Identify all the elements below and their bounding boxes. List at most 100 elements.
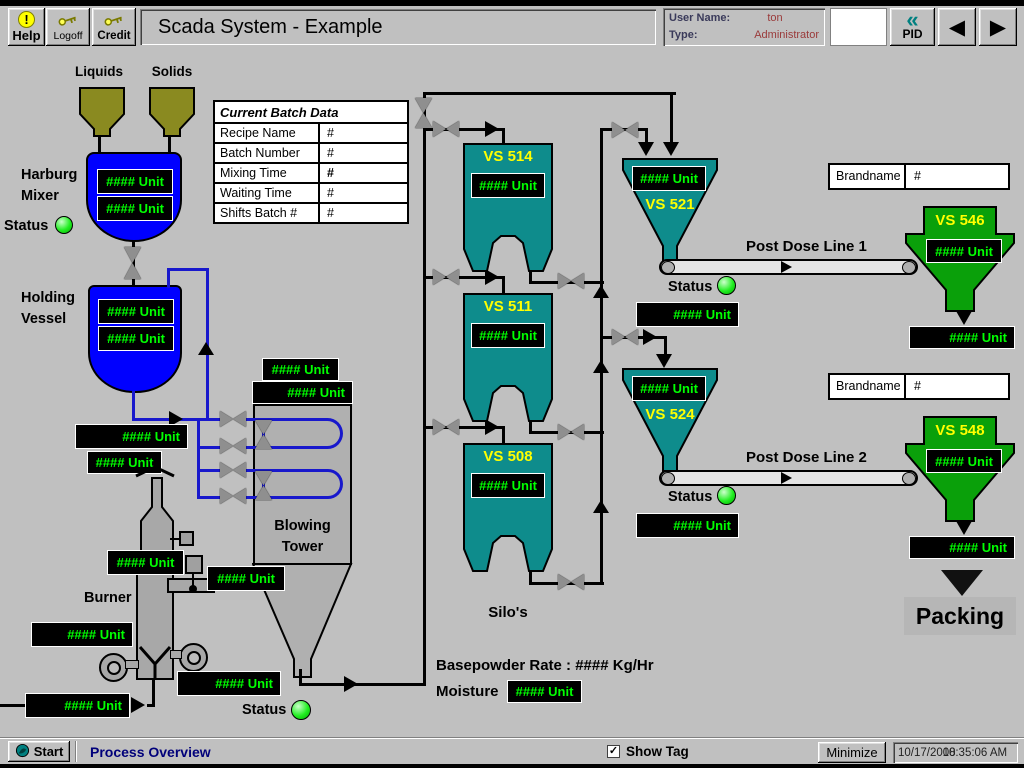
row-value: # [327, 186, 334, 200]
line1-status-label: Status [668, 279, 713, 295]
pipe [423, 92, 676, 95]
table-row: Mixing Time # [215, 164, 407, 184]
hopper-vs546: VS 546 #### Unit [904, 206, 1016, 312]
flow-arrow [663, 142, 679, 156]
datetime-field: 10/17/2008 10:35:06 AM [893, 742, 1018, 763]
solids-label: Solids [151, 64, 193, 79]
pipe [645, 128, 648, 144]
row-value: # [327, 206, 334, 220]
date-value: 10/17/2008 [898, 746, 956, 759]
current-screen-label: Process Overview [90, 744, 211, 760]
user-name-value: ton [767, 12, 783, 24]
hopper-display: #### Unit [926, 239, 1002, 263]
pipe [167, 268, 170, 288]
vs546-out-display: #### Unit [909, 326, 1015, 349]
pid-button[interactable]: « PID [890, 8, 935, 46]
time-value: 10:35:06 AM [942, 746, 1008, 759]
coil-valve-1 [220, 411, 246, 427]
flow-arrow [593, 285, 609, 298]
tower-status-led [291, 700, 311, 720]
silo-name: VS 508 [483, 448, 533, 465]
credit-button[interactable]: Credit [92, 8, 136, 46]
table-row: Waiting Time # [215, 184, 407, 204]
vs524-feed-valve [612, 329, 638, 345]
start-button[interactable]: Start [8, 741, 70, 762]
hopper-name: VS 546 [935, 212, 985, 229]
flow-arrow [485, 419, 499, 435]
pipe [423, 128, 505, 131]
show-tag-checkbox[interactable]: ✓ [607, 745, 620, 758]
moisture-display: #### Unit [507, 680, 582, 703]
hopper-vs548: VS 548 #### Unit [904, 416, 1016, 522]
packing-label: Packing [904, 597, 1016, 635]
user-type-value: Administrator [754, 29, 819, 41]
holding-outlet-display-1: #### Unit [75, 424, 188, 449]
pipe [664, 338, 667, 358]
pipe [423, 276, 505, 279]
pipe [152, 680, 155, 707]
vs511-inlet-valve [433, 269, 459, 285]
user-name-label: User Name: [669, 12, 731, 24]
tower-coil-1 [246, 418, 343, 449]
burner-fan-right [179, 643, 208, 672]
user-panel: User Name: ton Type: Administrator [663, 8, 825, 46]
flow-arrow [656, 354, 672, 368]
holding-display-2: #### Unit [98, 326, 174, 351]
packing-arrow [941, 570, 983, 596]
pipe [529, 270, 532, 283]
table-row: Recipe Name # [215, 124, 407, 144]
burner-display-2: #### Unit [207, 566, 285, 591]
vs508-inlet-valve [433, 419, 459, 435]
double-chevron-icon: « [906, 7, 919, 32]
pipe [197, 446, 223, 449]
key-icon [103, 13, 125, 30]
mixer-status-label: Status [4, 218, 49, 234]
pipe [529, 419, 532, 433]
prev-page-button[interactable]: ◀ [938, 8, 976, 46]
pipe [197, 469, 223, 472]
pipe [299, 683, 426, 686]
vs514-inlet-valve [433, 121, 459, 137]
burner-display-5: #### Unit [25, 693, 130, 718]
flow-arrow [169, 411, 183, 427]
flow-arrow [485, 269, 499, 285]
brandname-field-1: Brandname # [828, 163, 1010, 190]
burner-sensor-box-2 [185, 555, 203, 574]
hopper-name: VS 521 [645, 196, 695, 213]
vs514-outlet-valve [558, 273, 584, 289]
hopper-vs524: #### Unit VS 524 [622, 368, 718, 472]
row-label: Batch Number [215, 144, 320, 162]
holding-outlet-display-2: #### Unit [87, 451, 162, 474]
flow-arrow [198, 342, 214, 355]
burner-sensor-box-1 [179, 531, 194, 546]
vs521-feed-valve [612, 122, 638, 138]
line1-display: #### Unit [636, 302, 739, 327]
pipe [423, 92, 426, 686]
minimize-button[interactable]: Minimize [818, 742, 886, 763]
silo-vs514: VS 514 #### Unit [463, 143, 553, 273]
logoff-label: Logoff [53, 29, 83, 42]
mixer-display-1: #### Unit [97, 169, 173, 194]
row-label: Mixing Time [215, 164, 320, 182]
brandname-label: Brandname [830, 375, 906, 398]
blank-indicator-box [830, 8, 887, 46]
next-page-button[interactable]: ▶ [979, 8, 1017, 46]
pipe [147, 704, 155, 707]
pipe [167, 268, 209, 271]
logoff-button[interactable]: Logoff [46, 8, 90, 46]
mixer-status-led [55, 216, 73, 234]
mixer-display-2: #### Unit [97, 196, 173, 221]
flow-arrow [781, 261, 792, 273]
help-button[interactable]: ! Help [8, 8, 45, 46]
post-dose-line2-label: Post Dose Line 2 [746, 449, 867, 466]
line2-status-label: Status [668, 489, 713, 505]
coil-inner-valve-2 [255, 471, 272, 500]
help-icon: ! [18, 11, 35, 28]
flow-arrow [638, 142, 654, 156]
pipe [192, 574, 194, 587]
pipe [299, 669, 302, 686]
blowing-tower-label: Blowing Tower [274, 518, 331, 555]
hopper-display: #### Unit [926, 449, 1002, 473]
pipe [170, 538, 179, 540]
help-label: Help [12, 28, 41, 43]
